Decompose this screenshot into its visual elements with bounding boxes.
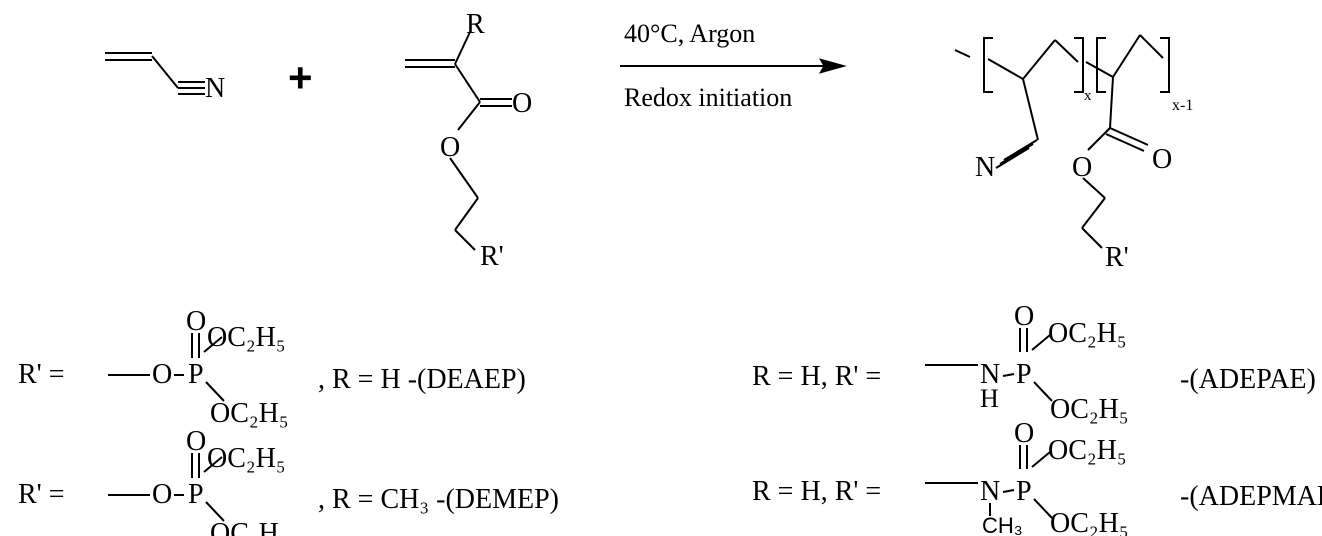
acrylonitrile-n-label: N [205, 73, 225, 104]
substituent-linker-o: O [152, 359, 172, 390]
monomer-r-label: R [466, 9, 485, 40]
substituent-prefix: R' = [18, 359, 65, 390]
substituent-phosphorus: P [188, 479, 204, 510]
substituent-ethoxy-top: OC₂H₅ [1048, 435, 1127, 466]
reaction-arrow [620, 58, 847, 74]
substituent-n-hydrogen: H [980, 384, 999, 413]
polymer-ester-o-label: O [1072, 152, 1092, 183]
plus-sign: + [288, 54, 313, 101]
substituent-oxo: O [1014, 418, 1034, 449]
substituent-deaep: R' = O P O OC₂H₅ OC₂H₅ , R = H -(DEAEP) [18, 306, 526, 429]
monomer-r-prime-label: R' [480, 241, 504, 272]
substituent-ethoxy-top: OC₂H₅ [1048, 318, 1127, 349]
monomer-carbonyl-o-label: O [512, 88, 532, 119]
copolymer-structure: N O O R' x x-1 [954, 34, 1193, 273]
polymer-subscript-x-minus-1: x-1 [1172, 97, 1193, 114]
substituent-suffix: -(ADEPAE) [1180, 364, 1316, 395]
substituent-oxo: O [186, 426, 206, 457]
reaction-condition-top: 40°C, Argon [624, 19, 755, 48]
substituent-adepae: R = H, R' = N H P O OC₂H₅ OC₂H₅ -(ADEPAE… [752, 301, 1316, 425]
substituent-ethoxy-bottom: OC₂H₅ [210, 398, 289, 429]
substituent-linker-o: O [152, 479, 172, 510]
substituent-phosphorus: P [1016, 476, 1032, 507]
substituent-suffix: , R = H -(DEAEP) [318, 364, 526, 395]
substituent-suffix: , R = CH₃ -(DEMEP) [318, 484, 559, 515]
substituent-nitrogen: N [980, 476, 1000, 507]
substituent-nitrogen: N [980, 359, 1000, 390]
substituent-prefix: R' = [18, 479, 65, 510]
substituent-demep: R' = O P O OC₂H₅ OC₂H₅ , R = CH₃ -(DEMEP… [18, 426, 559, 536]
monomer-ester-o-label: O [440, 132, 460, 163]
substituent-suffix: -(ADEPMAE) [1180, 481, 1322, 512]
substituent-oxo: O [186, 306, 206, 337]
reaction-condition-bottom: Redox initiation [624, 83, 792, 112]
polymer-carbonyl-o-label: O [1152, 144, 1172, 175]
substituent-n-methyl: CH₃ [982, 513, 1023, 536]
substituent-ethoxy-bottom: OC₂H₅ [210, 518, 289, 536]
substituent-ethoxy-top: OC₂H₅ [207, 443, 286, 474]
polymer-subscript-x: x [1084, 88, 1092, 104]
acrylonitrile-structure: N [105, 52, 225, 104]
substituent-oxo: O [1014, 301, 1034, 332]
acrylate-monomer-structure: R O O R' [405, 9, 532, 272]
substituent-ethoxy-bottom: OC₂H₅ [1050, 508, 1129, 536]
substituent-prefix: R = H, R' = [752, 361, 881, 392]
substituent-ethoxy-bottom: OC₂H₅ [1050, 394, 1129, 425]
substituent-phosphorus: P [188, 359, 204, 390]
substituent-phosphorus: P [1016, 359, 1032, 390]
polymer-n-label: N [975, 152, 995, 183]
substituent-adepmae: R = H, R' = N CH₃ P O OC₂H₅ OC₂H₅ -(ADEP… [752, 418, 1322, 536]
polymer-r-prime-label: R' [1105, 242, 1129, 273]
substituent-ethoxy-top: OC₂H₅ [207, 322, 286, 353]
substituent-prefix: R = H, R' = [752, 476, 881, 507]
